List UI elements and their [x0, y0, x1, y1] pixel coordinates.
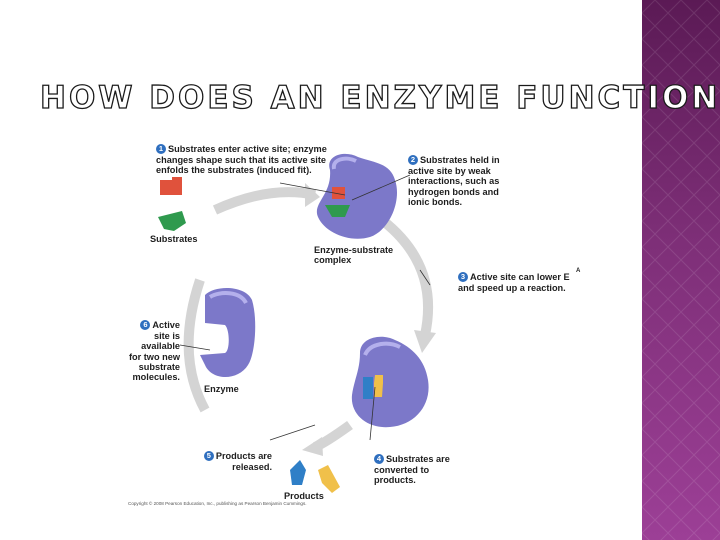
products-label: Products	[284, 491, 324, 501]
step-4-text: Substrates are converted to products.	[374, 454, 450, 485]
complex-label: Enzyme-substrate complex	[314, 245, 393, 266]
cycle-arrowhead-right	[414, 330, 436, 353]
cycle-arrowhead-top	[305, 183, 320, 207]
step-2-number: 2	[408, 155, 418, 165]
step-3-number: 3	[458, 272, 468, 282]
step-4-number: 4	[374, 454, 384, 464]
enzyme-label: Enzyme	[204, 384, 239, 394]
step-6-number: 6	[140, 320, 150, 330]
step-3-subscript: A	[576, 266, 580, 276]
copyright-notice: Copyright © 2008 Pearson Education, Inc.…	[128, 501, 307, 506]
step-5-number: 5	[204, 451, 214, 461]
cycle-arrow-left	[189, 280, 205, 410]
enzyme-cycle-diagram	[120, 125, 590, 515]
slide-title: HOW DOES AN ENZYME FUNCTION?	[40, 80, 640, 116]
substrates-label: Substrates	[150, 234, 198, 244]
cycle-arrowhead-bottom	[302, 437, 323, 456]
substrates	[158, 177, 186, 231]
enzyme-with-products	[352, 270, 430, 440]
cycle-arrow-top	[215, 192, 315, 210]
step-2-text: Substrates held in active site by weak i…	[408, 155, 500, 207]
cycle-arrow-right	[382, 220, 428, 335]
step-1-number: 1	[156, 144, 166, 154]
step-6-text: Active site is available for two new sub…	[129, 320, 180, 382]
step-1-text: Substrates enter active site; enzyme cha…	[156, 144, 327, 175]
step-3-text: Active site can lower E and speed up a r…	[458, 272, 570, 292]
step-5-text: Products are released.	[216, 451, 272, 471]
